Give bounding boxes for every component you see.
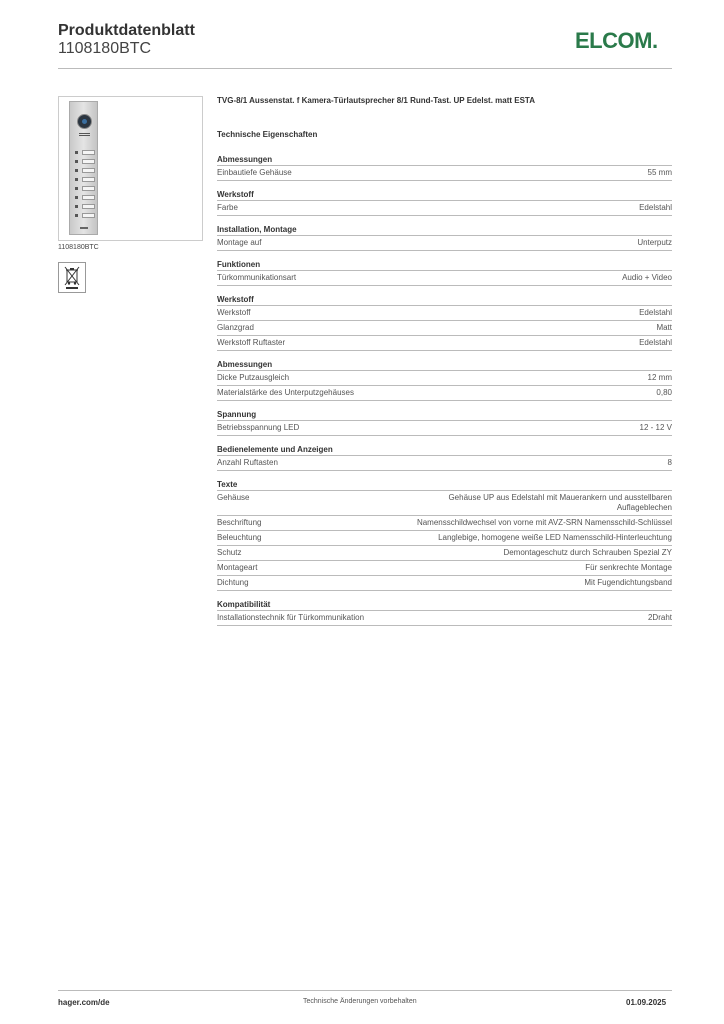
spec-label: Materialstärke des Unterputzgehäuses: [217, 388, 354, 397]
spec-value: 12 mm: [647, 373, 672, 382]
spec-label: Gehäuse: [217, 493, 250, 502]
spec-label: Werkstoff: [217, 308, 251, 317]
footer-website: hager.com/de: [58, 998, 110, 1007]
spec-row: Installationstechnik für Türkommunikatio…: [217, 611, 672, 626]
section-title: Abmessungen: [217, 155, 672, 166]
spec-value: 2Draht: [647, 613, 672, 622]
spec-label: Dichtung: [217, 578, 249, 587]
spec-value: 55 mm: [647, 168, 672, 177]
spec-label: Installationstechnik für Türkommunikatio…: [217, 613, 365, 622]
section-title: Kompatibilität: [217, 600, 672, 611]
header-divider: [58, 68, 672, 69]
product-code: 1108180BTC: [58, 40, 152, 57]
door-station-panel: [69, 101, 98, 235]
spec-row: Werkstoff Edelstahl: [217, 306, 672, 321]
spec-row: Gehäuse Gehäuse UP aus Edelstahl mit Maue…: [217, 491, 672, 516]
section-title: Werkstoff: [217, 190, 672, 201]
section-title: Spannung: [217, 410, 672, 421]
spec-label: Glanzgrad: [217, 323, 254, 332]
spec-value: Unterputz: [637, 238, 672, 247]
section-title: Abmessungen: [217, 360, 672, 371]
product-image: [58, 96, 203, 241]
spec-row: Betriebsspannung LED 12 - 12 V: [217, 421, 672, 436]
spec-value: Edelstahl: [639, 338, 672, 347]
section-title: Werkstoff: [217, 295, 672, 306]
section-title: Installation, Montage: [217, 225, 672, 236]
spec-row: Dichtung Mit Fugendichtungsband: [217, 576, 672, 591]
spec-label: Türkommunikationsart: [217, 273, 297, 282]
spec-label: Montageart: [217, 563, 258, 572]
spec-row: Dicke Putzausgleich 12 mm: [217, 371, 672, 386]
document-header: Produktdatenblatt 1108180BTC: [58, 22, 195, 58]
spec-value: Audio + Video: [622, 273, 672, 282]
spec-row: Türkommunikationsart Audio + Video: [217, 271, 672, 286]
page-title: Produktdatenblatt: [58, 22, 195, 39]
spec-row: Materialstärke des Unterputzgehäuses 0,80: [217, 386, 672, 401]
tech-heading: Technische Eigenschaften: [217, 130, 318, 139]
footer-divider: [58, 990, 672, 991]
spec-row: Montage auf Unterputz: [217, 236, 672, 251]
spec-value: Edelstahl: [639, 203, 672, 212]
spec-label: Schutz: [217, 548, 242, 557]
camera-icon: [77, 114, 92, 129]
spec-value: Gehäuse UP aus Edelstahl mit Mauerankern…: [448, 493, 672, 512]
spec-row: Beleuchtung Langlebige, homogene weiße LE…: [217, 531, 672, 546]
footer-date: 01.09.2025: [626, 998, 667, 1007]
specifications-content: TVG-8/1 Aussenstat. f Kamera-Türlautspre…: [217, 96, 672, 635]
section-title: Texte: [217, 480, 672, 491]
spec-label: Dicke Putzausgleich: [217, 373, 290, 382]
spec-label: Beleuchtung: [217, 533, 262, 542]
section-title: Bedienelemente und Anzeigen: [217, 445, 672, 456]
spec-value: Demontageschutz durch Schrauben Spezial …: [503, 548, 672, 557]
spec-value: Langlebige, homogene weiße LED Namenssch…: [438, 533, 672, 542]
spec-value: 8: [667, 458, 672, 467]
spec-label: Montage auf: [217, 238, 262, 247]
image-caption: 1108180BTC: [58, 244, 99, 251]
spec-value: Mit Fugendichtungsband: [584, 578, 672, 587]
spec-label: Anzahl Ruftasten: [217, 458, 278, 467]
spec-row: Glanzgrad Matt: [217, 321, 672, 336]
elcom-logo: ELCOM.: [575, 28, 658, 53]
spec-value: Matt: [656, 323, 672, 332]
spec-row: Montageart Für senkrechte Montage: [217, 561, 672, 576]
section-title: Funktionen: [217, 260, 672, 271]
spec-value: 0,80: [656, 388, 672, 397]
weee-crossed-bin-icon: [58, 262, 86, 293]
footer-disclaimer: Technische Änderungen vorbehalten: [303, 998, 417, 1005]
spec-label: Einbautiefe Gehäuse: [217, 168, 292, 177]
product-title: TVG-8/1 Aussenstat. f Kamera-Türlautspre…: [217, 96, 536, 105]
spec-row: Werkstoff Ruftaster Edelstahl: [217, 336, 672, 351]
spec-row: Schutz Demontageschutz durch Schrauben Sp…: [217, 546, 672, 561]
spec-value: Namensschildwechsel von vorne mit AVZ-SR…: [416, 518, 672, 527]
spec-label: Beschriftung: [217, 518, 262, 527]
spec-row: Einbautiefe Gehäuse 55 mm: [217, 166, 672, 181]
spec-label: Betriebsspannung LED: [217, 423, 300, 432]
spec-value: Für senkrechte Montage: [585, 563, 672, 572]
spec-value: 12 - 12 V: [639, 423, 672, 432]
spec-row: Beschriftung Namensschildwechsel von vorn…: [217, 516, 672, 531]
spec-value: Edelstahl: [639, 308, 672, 317]
spec-row: Anzahl Ruftasten 8: [217, 456, 672, 471]
spec-label: Werkstoff Ruftaster: [217, 338, 286, 347]
spec-row: Farbe Edelstahl: [217, 201, 672, 216]
spec-label: Farbe: [217, 203, 238, 212]
